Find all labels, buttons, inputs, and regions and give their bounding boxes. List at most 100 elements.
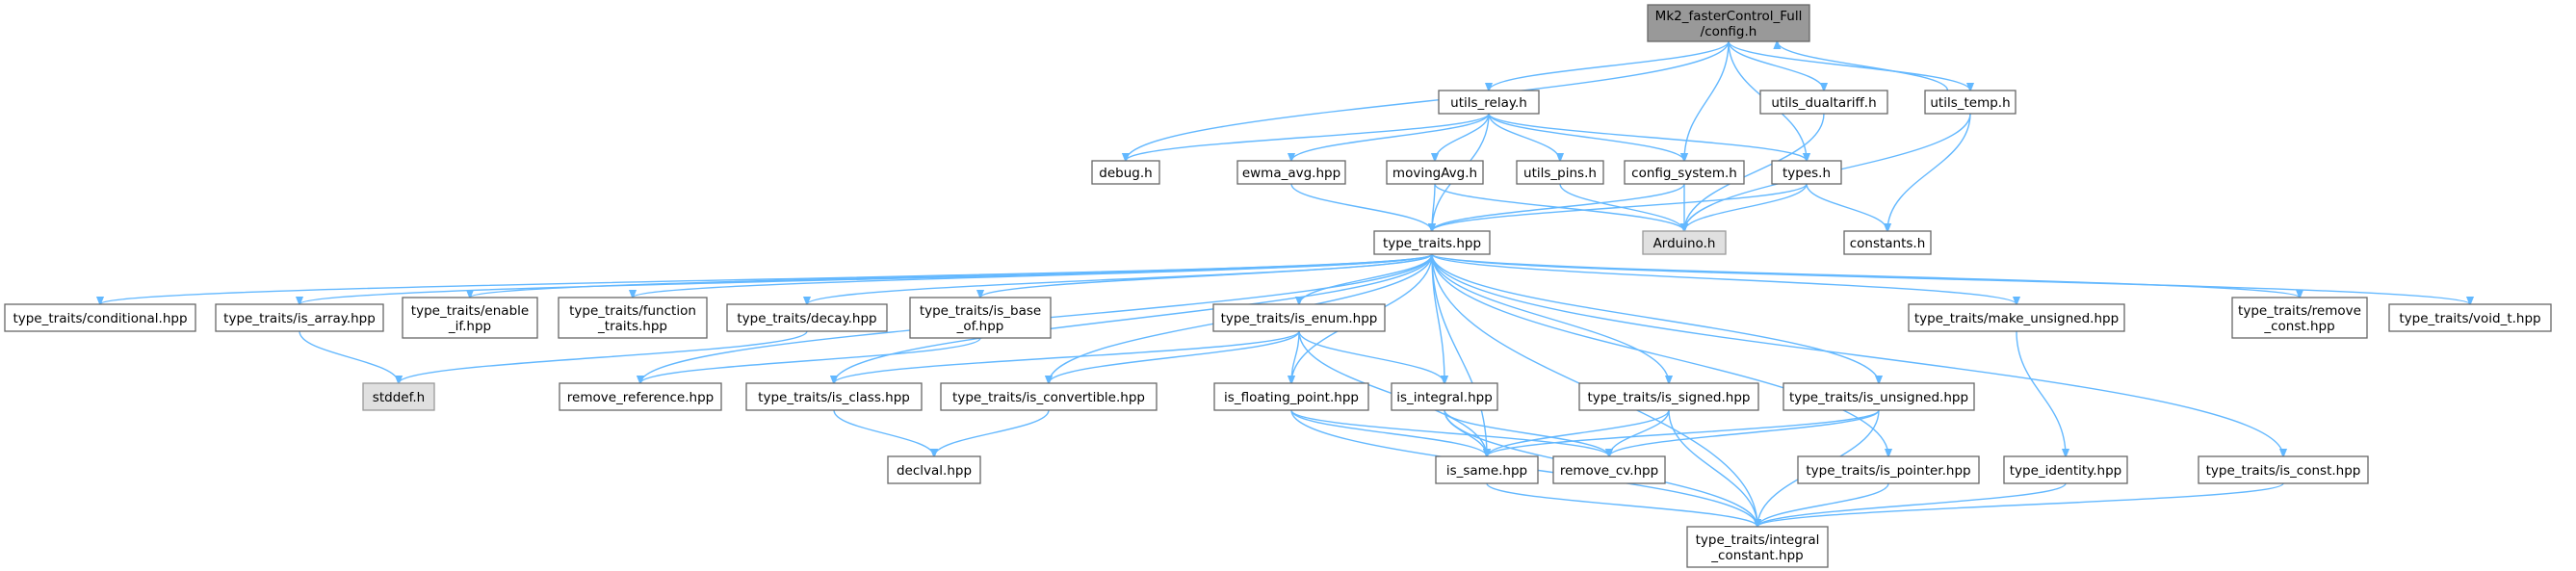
node-type-traits[interactable]: type_traits.hpp (1373, 230, 1491, 255)
node-is-enum[interactable]: type_traits/is_enum.hpp (1212, 303, 1386, 332)
node-box (1438, 90, 1540, 115)
node-label: remove_reference.hpp (567, 390, 714, 405)
node-is-convertible[interactable]: type_traits/is_convertible.hpp (940, 382, 1158, 411)
node-label: _constant.hpp (1710, 548, 1803, 563)
node-is-const[interactable]: type_traits/is_const.hpp (2198, 455, 2369, 484)
node-box (2198, 455, 2369, 484)
node-utils-relay[interactable]: utils_relay.h (1438, 90, 1540, 115)
node-integral-constant[interactable]: type_traits/integral_constant.hpp (1686, 526, 1829, 568)
node-type-identity[interactable]: type_identity.hpp (2003, 455, 2128, 484)
node-box (940, 382, 1158, 411)
edge-type_traits-to-decay (807, 253, 1433, 304)
node-is-floating-point[interactable]: is_floating_point.hpp (1213, 382, 1369, 411)
node-label: type_traits/conditional.hpp (13, 311, 187, 326)
node-box (887, 455, 981, 484)
node-label: type_traits/is_const.hpp (2206, 463, 2361, 479)
edge-is_unsigned-to-is_same (1487, 409, 1880, 456)
edge-root-to-utils_relay (1489, 40, 1730, 91)
edge-decay-to-stddef (399, 330, 808, 383)
node-void-t[interactable]: type_traits/void_t.hpp (2388, 303, 2552, 332)
edge-utils_temp-to-root (1777, 41, 1949, 91)
node-box (1647, 4, 1810, 42)
node-utils-pins[interactable]: utils_pins.h (1516, 160, 1604, 185)
edge-root-to-utils_dualtariff (1728, 40, 1824, 91)
node-is-pointer[interactable]: type_traits/is_pointer.hpp (1797, 455, 1980, 484)
node-conditional[interactable]: type_traits/conditional.hpp (4, 303, 196, 332)
node-label: type_identity.hpp (2010, 463, 2121, 479)
edge-is_class-to-declval (833, 409, 934, 456)
node-is-unsigned[interactable]: type_traits/is_unsigned.hpp (1782, 382, 1975, 411)
node-label: type_traits/make_unsigned.hpp (1914, 311, 2119, 326)
node-function-traits[interactable]: type_traits/function_traits.hpp (558, 297, 708, 339)
node-utils-temp[interactable]: utils_temp.h (1924, 90, 2017, 115)
node-box (1236, 160, 1346, 185)
node-is-integral[interactable]: is_integral.hpp (1391, 382, 1498, 411)
node-box (1771, 160, 1842, 185)
node-movingAvg[interactable]: movingAvg.h (1386, 160, 1484, 185)
edge-utils_relay-to-ewma_avg (1291, 113, 1490, 161)
edge-is_enum-to-is_class (834, 330, 1300, 383)
node-declval[interactable]: declval.hpp (887, 455, 981, 484)
node-arduino[interactable]: Arduino.h (1642, 230, 1727, 255)
node-is-signed[interactable]: type_traits/is_signed.hpp (1578, 382, 1759, 411)
node-box (1759, 90, 1888, 115)
node-label: type_traits/enable (411, 303, 529, 319)
edge-is_floating_point-to-is_same (1290, 409, 1487, 456)
node-is-array[interactable]: type_traits/is_array.hpp (215, 303, 384, 332)
node-debug[interactable]: debug.h (1091, 160, 1160, 185)
node-utils-dualtariff[interactable]: utils_dualtariff.h (1759, 90, 1888, 115)
node-box (559, 382, 722, 411)
node-label: type_traits/is_class.hpp (758, 390, 910, 405)
node-remove-reference[interactable]: remove_reference.hpp (559, 382, 722, 411)
edge-root-to-debug (1126, 40, 1730, 161)
node-is-same[interactable]: is_same.hpp (1435, 455, 1539, 484)
node-box (1908, 303, 2125, 332)
edge-is_convertible-to-declval (934, 409, 1050, 456)
edge-type_traits-to-make_unsigned (1431, 253, 2017, 304)
edge-is_enum-to-is_integral (1298, 330, 1444, 383)
node-constants[interactable]: constants.h (1843, 230, 1932, 255)
edge-types-to-arduino (1684, 183, 1808, 231)
node-label: utils_dualtariff.h (1771, 95, 1876, 111)
edge-types-to-constants (1806, 183, 1887, 231)
node-root[interactable]: Mk2_fasterControl_Full/config.h (1647, 4, 1810, 42)
edge-make_unsigned-to-type_identity (2016, 330, 2066, 456)
node-types[interactable]: types.h (1771, 160, 1842, 185)
edge-is_integral-to-remove_cv (1444, 409, 1609, 456)
node-remove-const[interactable]: type_traits/remove_const.hpp (2231, 297, 2368, 339)
node-is-base-of[interactable]: type_traits/is_base_of.hpp (909, 297, 1052, 339)
node-label: type_traits/integral (1696, 532, 1820, 548)
node-label: config_system.h (1631, 166, 1737, 181)
node-box (909, 297, 1052, 339)
node-make-unsigned[interactable]: type_traits/make_unsigned.hpp (1908, 303, 2125, 332)
node-label: utils_pins.h (1523, 166, 1597, 181)
node-label: _of.hpp (956, 319, 1004, 334)
node-label: utils_temp.h (1930, 95, 2010, 111)
node-box (1373, 230, 1491, 255)
node-label: type_traits/is_array.hpp (223, 311, 376, 326)
node-box (558, 297, 708, 339)
edge-type_traits-to-conditional (100, 253, 1433, 304)
node-stddef[interactable]: stddef.h (362, 382, 435, 411)
edge-type_identity-to-integral_constant (1757, 482, 2067, 527)
node-label: Mk2_fasterControl_Full (1655, 9, 1803, 24)
node-box (215, 303, 384, 332)
node-label: constants.h (1850, 236, 1926, 251)
edge-is_signed-to-is_same (1487, 409, 1670, 456)
node-layer: Mk2_fasterControl_Full/config.h utils_rel… (4, 4, 2552, 568)
node-config-system[interactable]: config_system.h (1624, 160, 1745, 185)
node-box (2231, 297, 2368, 339)
node-label: is_floating_point.hpp (1224, 390, 1359, 405)
node-is-class[interactable]: type_traits/is_class.hpp (745, 382, 923, 411)
edge-type_traits-to-is_const (1431, 253, 2283, 456)
node-remove-cv[interactable]: remove_cv.hpp (1552, 455, 1666, 484)
node-label: type_traits/remove (2238, 303, 2361, 319)
node-box (1642, 230, 1727, 255)
node-ewma-avg[interactable]: ewma_avg.hpp (1236, 160, 1346, 185)
node-enable-if[interactable]: type_traits/enable_if.hpp (402, 297, 538, 339)
node-label: type_traits/is_signed.hpp (1588, 390, 1751, 405)
node-label: type_traits/is_enum.hpp (1221, 311, 1378, 326)
node-decay[interactable]: type_traits/decay.hpp (726, 303, 888, 332)
node-box (2003, 455, 2128, 484)
